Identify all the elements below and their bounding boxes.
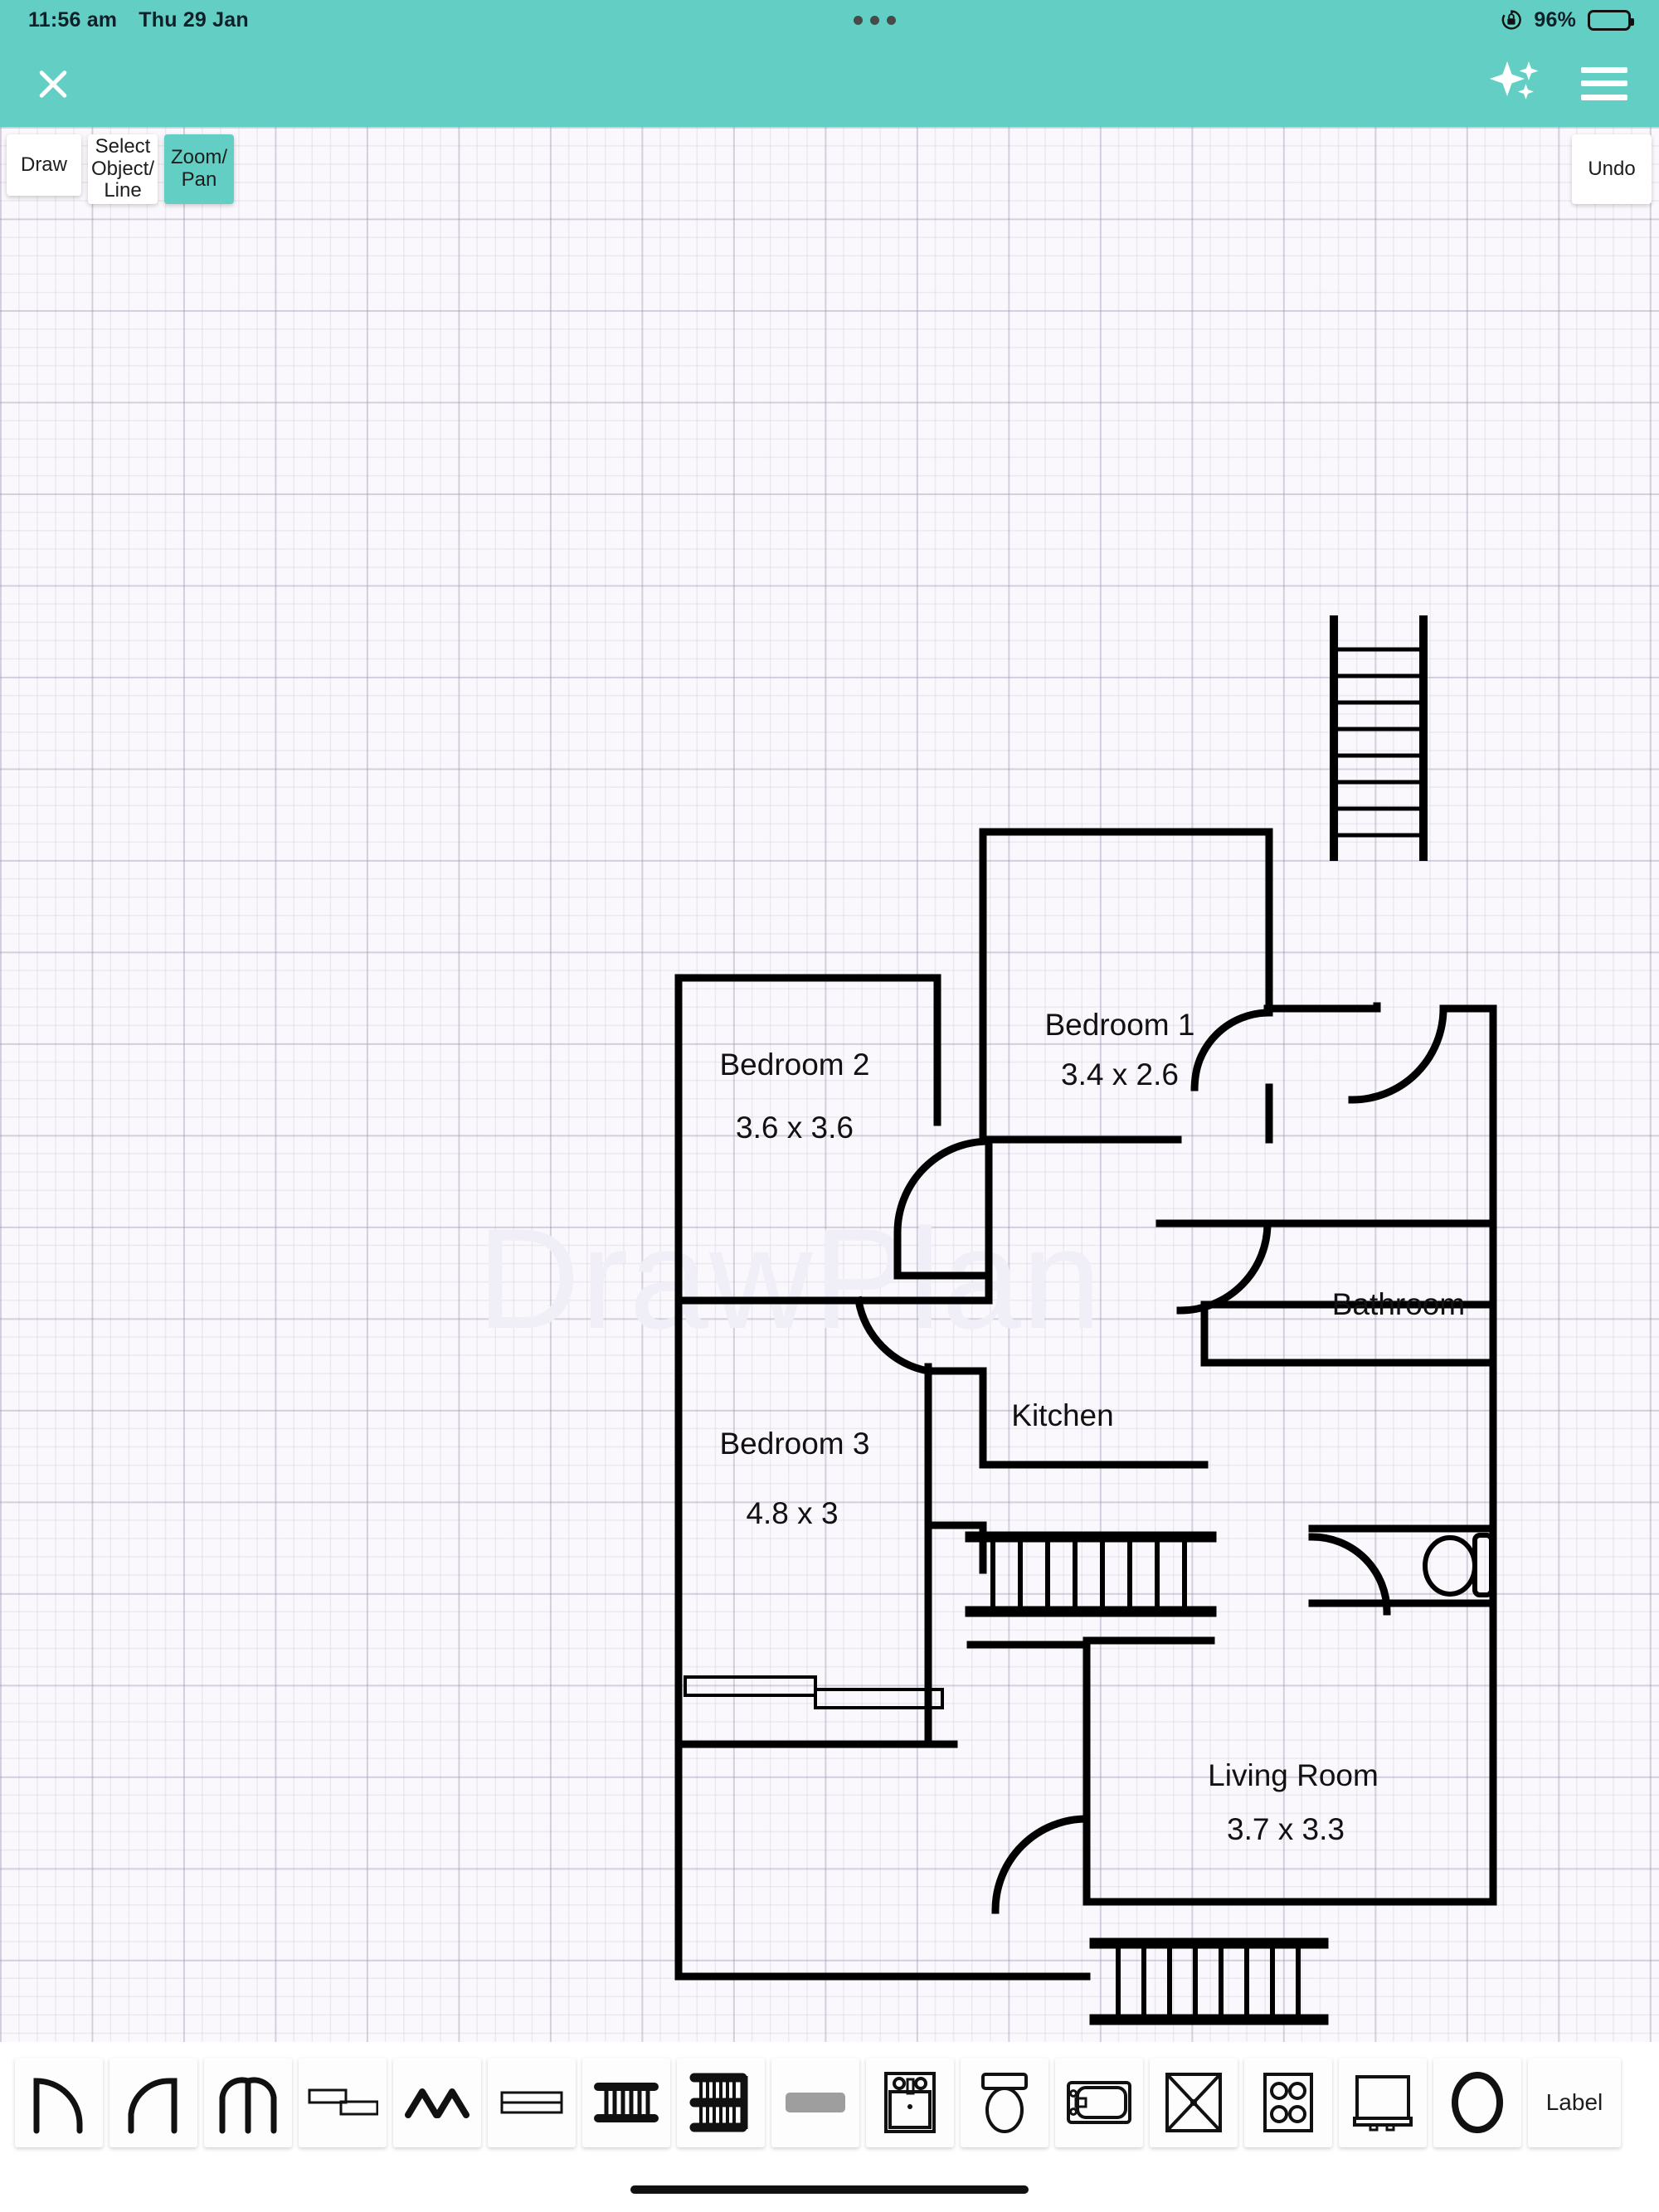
folding-door-icon[interactable] [393, 2057, 481, 2147]
sparkles-icon[interactable] [1488, 56, 1543, 110]
stairs-landing-icon[interactable] [677, 2057, 765, 2147]
outer-lower-walls [674, 1740, 1091, 1981]
bathtub-icon[interactable] [1055, 2057, 1143, 2147]
kitchen-counter-walls [924, 1367, 1209, 1574]
door-swing-bedroom1 [1190, 1009, 1273, 1091]
room-label-living-room-name: Living Room [1208, 1758, 1379, 1792]
status-right-cluster: 96% [1501, 7, 1635, 32]
stove-icon[interactable] [1244, 2057, 1332, 2147]
room-label-bedroom-2-name: Bedroom 2 [720, 1048, 870, 1082]
door-swing-bathroom [1176, 1219, 1272, 1315]
round-table-icon[interactable] [1433, 2057, 1521, 2147]
sliding-door-icon[interactable] [299, 2057, 387, 2147]
close-icon[interactable] [32, 62, 75, 105]
room-label-bedroom-1-name: Bedroom 1 [1045, 1008, 1195, 1042]
room-label-living-room-dims: 3.7 x 3.3 [1227, 1812, 1345, 1846]
door-swing-bedroom2 [893, 1137, 993, 1280]
stairs-vertical [1330, 615, 1428, 861]
cabinet-tv-icon[interactable] [1339, 2057, 1427, 2147]
app-header [0, 40, 1659, 127]
door-swing-hall [854, 1296, 933, 1376]
sliding-window [684, 1675, 944, 1709]
drawing-canvas[interactable]: DrawPlan [0, 127, 1659, 2042]
draw-mode-label: Draw [20, 153, 67, 176]
rotation-lock-icon [1501, 9, 1522, 31]
sink-icon[interactable] [866, 2057, 954, 2147]
stairs-horizontal-lower [1089, 1937, 1329, 2025]
double-door-icon[interactable] [204, 2057, 292, 2147]
label-tool-text: Label [1545, 2088, 1603, 2115]
room-label-bedroom-3-dims: 4.8 x 3 [746, 1496, 838, 1530]
toilet-walls [1308, 1359, 1497, 1607]
room-label-bedroom-1-dims: 3.4 x 2.6 [1061, 1057, 1179, 1091]
door-swing-living [991, 1815, 1091, 1914]
battery-icon [1588, 9, 1635, 31]
door-swing-entry [1348, 1004, 1447, 1104]
walls-group [674, 615, 1497, 2025]
home-indicator [630, 2185, 1029, 2194]
toilet-icon[interactable] [961, 2057, 1048, 2147]
battery-percent: 96% [1534, 7, 1577, 32]
door-swing-left-icon[interactable] [109, 2057, 197, 2147]
floorplan-drawing[interactable]: Bedroom 1 3.4 x 2.6 Bedroom 2 3.6 x 3.6 … [0, 127, 1659, 2042]
zoom-pan-mode-label: Zoom/Pan [170, 146, 227, 191]
canvas-watermark: DrawPlan [477, 1199, 1102, 1359]
window-icon[interactable] [488, 2057, 576, 2147]
undo-button[interactable]: Undo [1572, 134, 1652, 204]
stairs-horizontal-upper [965, 1531, 1217, 1617]
header-actions [1488, 56, 1627, 110]
door-swing-toilet [1308, 1533, 1391, 1616]
tool-palette: Label [0, 2042, 1659, 2162]
three-dots-icon[interactable] [854, 15, 897, 25]
shower-icon[interactable] [1150, 2057, 1238, 2147]
zoom-pan-mode-button[interactable]: Zoom/Pan [164, 134, 234, 204]
kitchen-walls [1155, 1219, 1497, 1367]
room-label-bedroom-3-name: Bedroom 3 [720, 1427, 870, 1461]
bedroom-3-walls [674, 1296, 958, 1753]
toilet-fixture [1423, 1533, 1494, 1597]
status-date: Thu 29 Jan [139, 7, 249, 32]
room-label-bedroom-2-dims: 3.6 x 3.6 [736, 1111, 854, 1145]
draw-mode-button[interactable]: Draw [7, 134, 81, 196]
undo-label: Undo [1588, 158, 1636, 180]
stairs-icon[interactable] [582, 2057, 670, 2147]
status-bar: 11:56 am Thu 29 Jan 96% [0, 0, 1659, 40]
room-label-kitchen-name: Kitchen [1011, 1398, 1113, 1432]
door-swing-right-icon[interactable] [15, 2057, 103, 2147]
hamburger-menu-icon[interactable] [1581, 66, 1627, 100]
label-tool-button[interactable]: Label [1528, 2057, 1621, 2147]
status-time: 11:56 am [28, 7, 118, 32]
living-room-walls [966, 1599, 1497, 1906]
solid-block-icon[interactable] [771, 2057, 859, 2147]
bedroom-1-walls [979, 828, 1273, 1144]
room-label-bathroom-name: Bathroom [1332, 1287, 1465, 1321]
